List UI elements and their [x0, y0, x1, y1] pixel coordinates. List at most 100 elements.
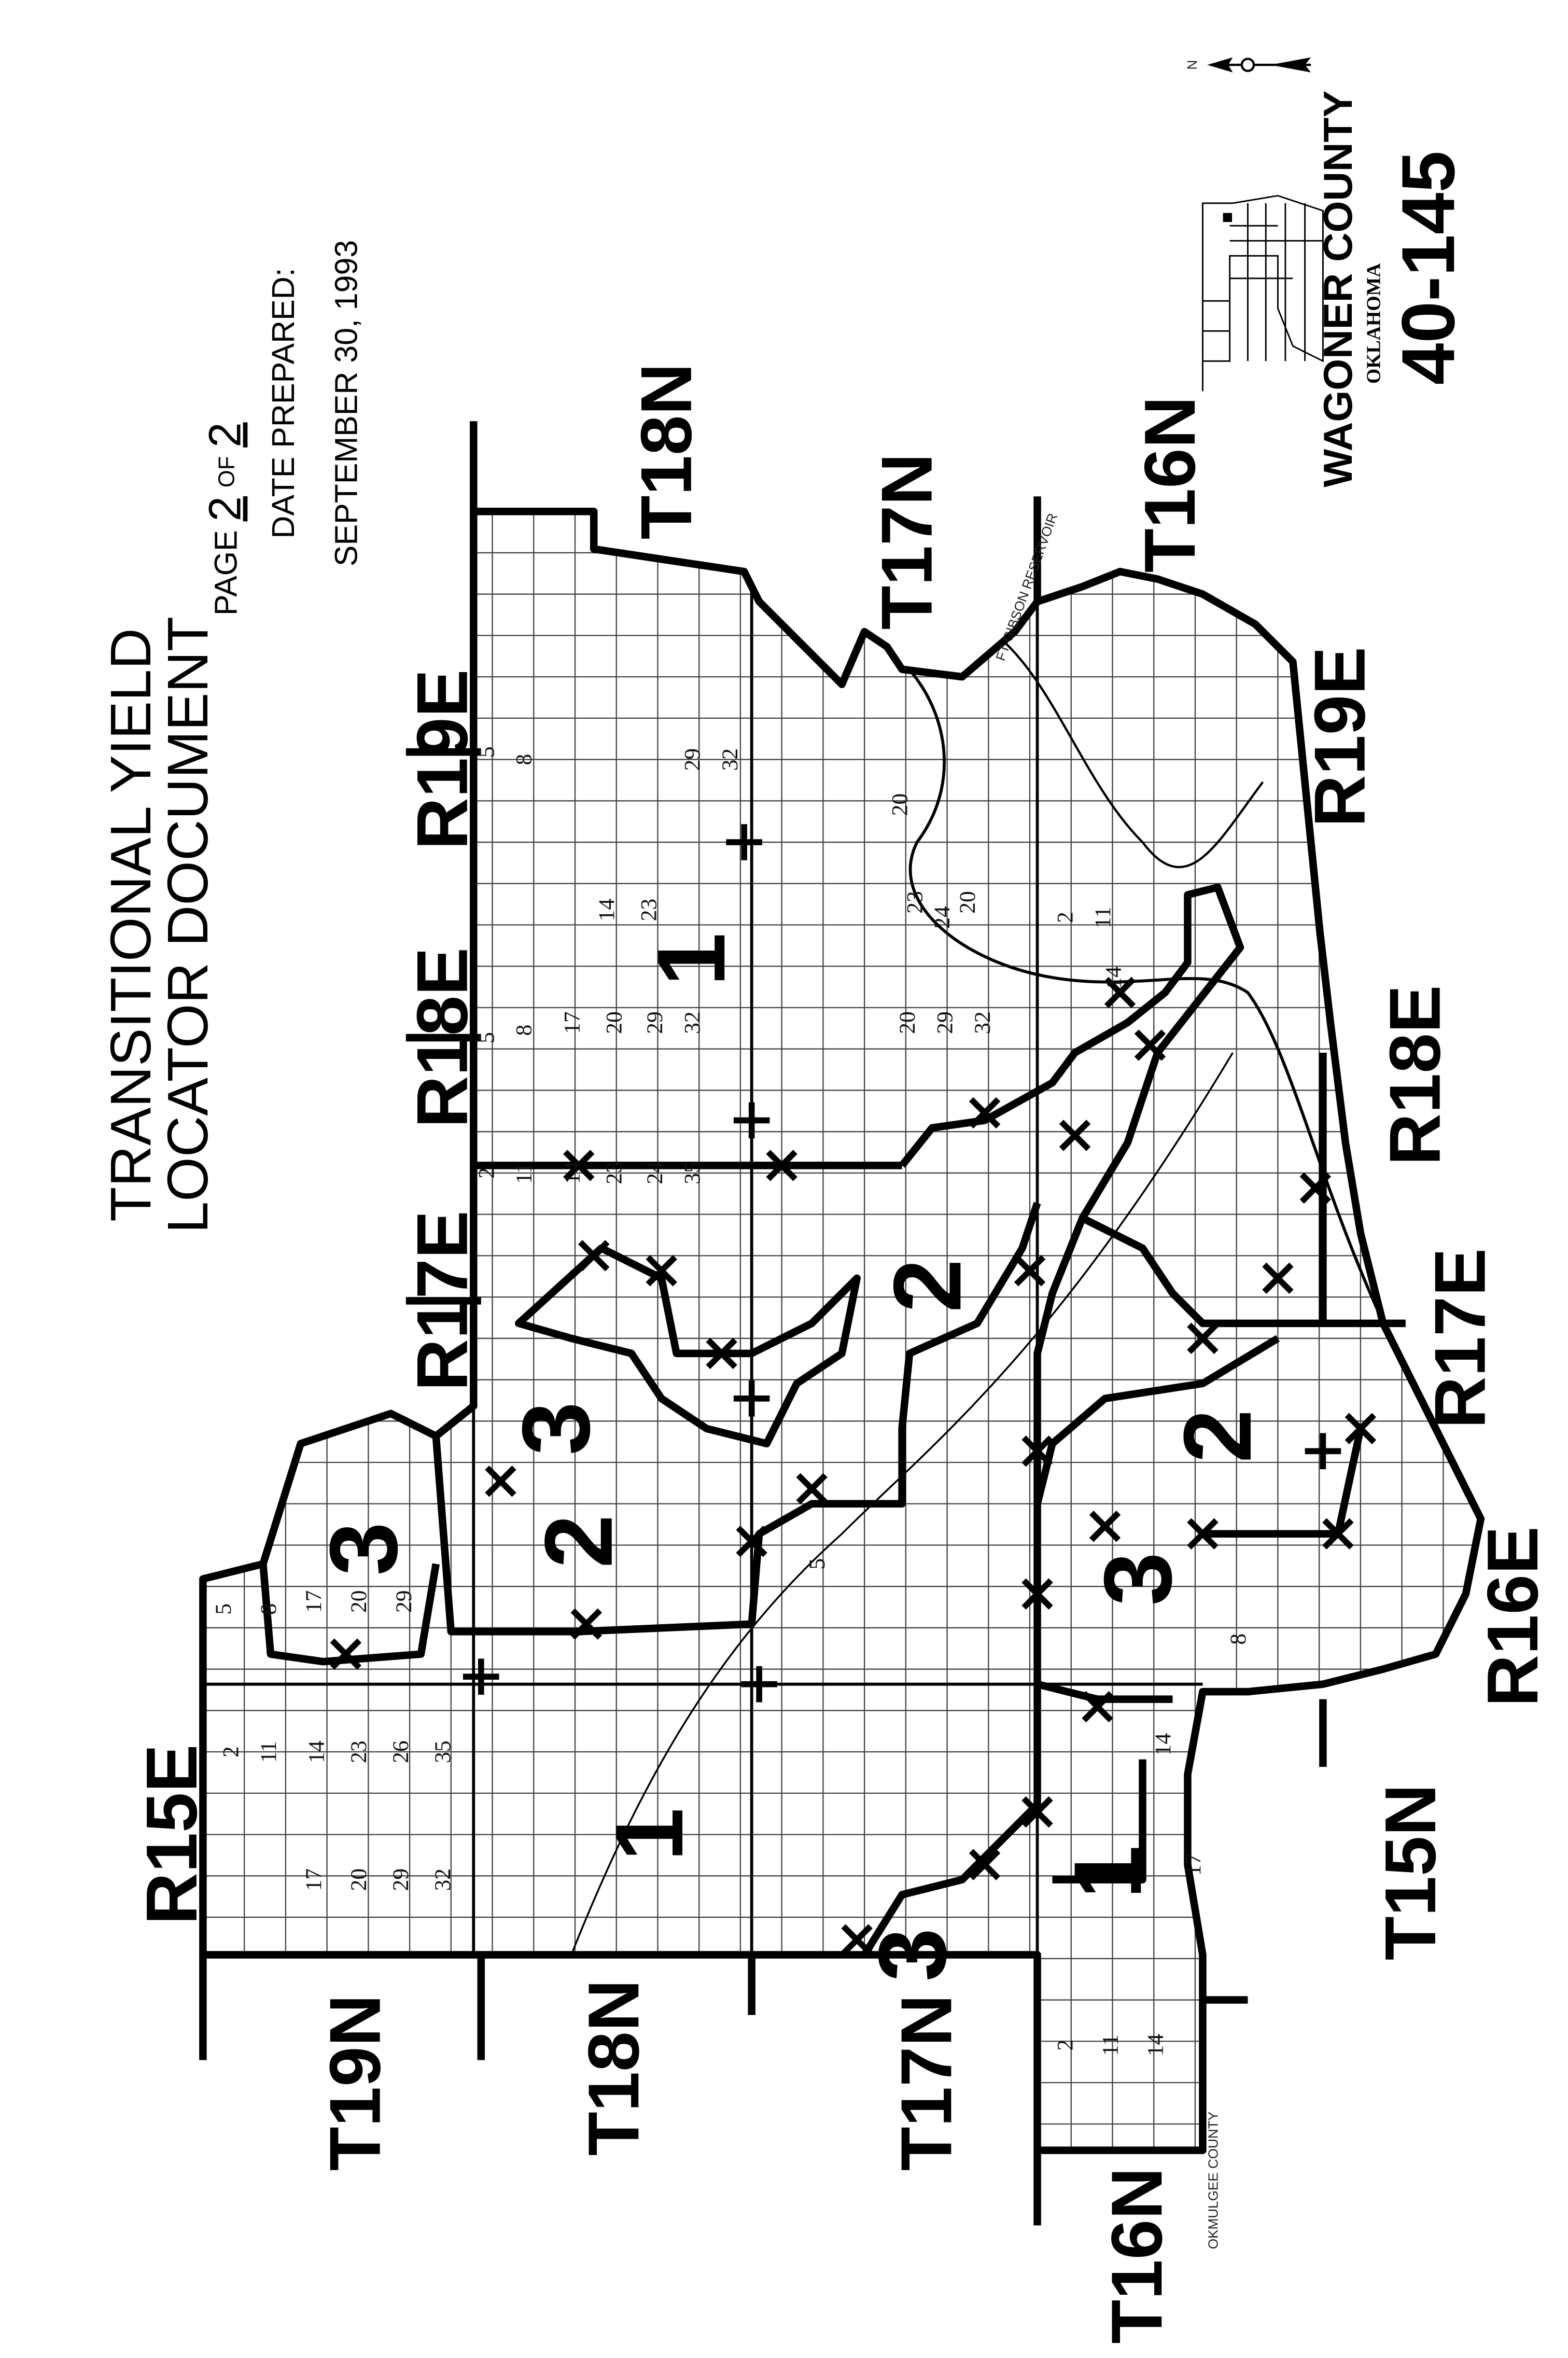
- section-number: 14: [1151, 1733, 1175, 1756]
- range-label-r19e: R19E: [402, 669, 483, 850]
- okmulgee-county-label: OKMULGEE COUNTY: [1205, 2112, 1221, 2249]
- section-number: 23: [346, 1740, 371, 1763]
- township-label-t19n: T19N: [315, 1994, 396, 2171]
- section-number: 32: [970, 1011, 995, 1034]
- section-number: 29: [680, 748, 705, 771]
- x-marker-icon: [570, 1608, 602, 1640]
- range-label-r17e: R17E: [402, 1210, 483, 1391]
- township-label-t16n-right: T16N: [1130, 396, 1210, 573]
- zone-label: 2: [874, 1259, 981, 1313]
- range-label-r18e-bottom: R18E: [1375, 985, 1455, 1165]
- x-marker-icon: [1021, 1435, 1053, 1467]
- title-line-1: TRANSITIONAL YIELD: [99, 628, 163, 1222]
- oklahoma-inset-map-icon: [1202, 194, 1324, 392]
- section-number: 14: [594, 899, 619, 922]
- section-number: 23: [636, 899, 661, 921]
- title-line-2: LOCATOR DOCUMENT: [156, 617, 220, 1233]
- section-number: 5: [474, 746, 499, 758]
- x-marker-icon: [1187, 1518, 1219, 1550]
- zone-boundary-line: [1052, 1759, 1146, 1883]
- section-number: 29: [642, 1011, 667, 1034]
- range-label-r16e-bottom: R16E: [1473, 1526, 1553, 1707]
- section-number: 20: [346, 1590, 371, 1612]
- state-name: OKLAHOMA: [1363, 263, 1385, 384]
- range-label-r19e-bottom: R19E: [1300, 647, 1380, 827]
- x-marker-icon: [1134, 1029, 1166, 1061]
- zone-boundary-line: [259, 1563, 440, 1666]
- section-number: 5: [211, 1603, 236, 1615]
- section-number: 29: [388, 1868, 413, 1891]
- township-label-t16n: T16N: [1097, 2167, 1177, 2343]
- plus-marker-icon: [733, 1380, 770, 1417]
- section-number: 8: [512, 1025, 537, 1036]
- x-marker-icon: [1187, 1322, 1219, 1355]
- plus-marker-icon: [741, 1666, 777, 1703]
- section-number: 29: [391, 1590, 416, 1612]
- range-label-r15e: R15E: [132, 1745, 212, 1925]
- county-name: WAGONER COUNTY: [1315, 90, 1361, 487]
- boundary-markers: [330, 824, 1377, 1956]
- x-marker-icon: [1021, 1796, 1053, 1828]
- section-number: 5: [474, 1032, 499, 1043]
- x-marker-icon: [646, 1255, 677, 1287]
- section-number: 11: [1090, 906, 1115, 928]
- section-number: 32: [680, 1011, 705, 1034]
- x-marker-icon: [1059, 1120, 1091, 1151]
- section-number: 32: [718, 748, 743, 771]
- section-number: 23: [602, 1162, 627, 1184]
- zone-label: 3: [502, 1402, 610, 1455]
- section-number: 2: [218, 1746, 243, 1757]
- township-label-t17n: T17N: [886, 1994, 967, 2171]
- x-marker-icon: [841, 1924, 873, 1956]
- section-number: 20: [895, 1011, 920, 1034]
- x-marker-icon: [1104, 976, 1136, 1009]
- section-number: 2: [1053, 912, 1078, 923]
- section-number: 32: [430, 1868, 455, 1891]
- section-number: 24: [930, 906, 955, 929]
- plus-marker-icon: [726, 824, 762, 860]
- x-marker-icon: [1322, 1518, 1354, 1550]
- x-marker-icon: [796, 1473, 828, 1504]
- section-number: 24: [642, 1162, 667, 1184]
- section-number: 29: [933, 1011, 958, 1034]
- x-marker-icon: [1014, 1255, 1046, 1287]
- page-indicator: PAGE 2 OF 2: [200, 422, 250, 616]
- zone-label: 1: [638, 933, 745, 986]
- zone-boundary-line: [432, 1202, 1041, 1636]
- range-label-r18e: R18E: [402, 947, 483, 1128]
- x-marker-icon: [969, 1097, 1001, 1129]
- zone-boundary-line: [899, 883, 1244, 1684]
- page-of: OF: [215, 456, 240, 487]
- railroad: [570, 1052, 1234, 1956]
- range-label-r17e-bottom: R17E: [1420, 1248, 1501, 1429]
- x-marker-icon: [736, 1526, 767, 1557]
- date-label: DATE PREPARED:: [265, 268, 301, 538]
- x-marker-icon: [1089, 1511, 1121, 1542]
- section-number: 20: [602, 1011, 627, 1034]
- section-number: 8: [1226, 1634, 1251, 1645]
- zone-label: 2: [1164, 1410, 1271, 1463]
- date-value: SEPTEMBER 30, 1993: [329, 240, 364, 566]
- north-arrow-icon: N: [1184, 57, 1311, 73]
- x-marker-icon: [1082, 1691, 1113, 1723]
- zone-label: 3: [859, 1928, 966, 1982]
- x-marker-icon: [969, 1849, 1001, 1880]
- zone-label: 3: [1084, 1552, 1192, 1606]
- township-label-t17n-right: T17N: [867, 453, 947, 630]
- svg-text:PAGE 2 OF 2: PAGE 2 OF 2: [200, 422, 250, 616]
- section-number: 2: [474, 1167, 499, 1179]
- zone-label: 3: [310, 1522, 417, 1575]
- section-number: 17: [560, 1011, 585, 1034]
- county-boundary: [199, 507, 1485, 2154]
- x-marker-icon: [1262, 1262, 1294, 1294]
- township-label-t15n: T15N: [1370, 1784, 1451, 1960]
- page-current: 2: [200, 496, 250, 521]
- township-label-t18n-right: T18N: [626, 363, 707, 539]
- section-number: 23: [903, 891, 928, 913]
- zone-boundary-line: [1081, 1052, 1327, 1328]
- section-number: 5: [805, 1558, 830, 1570]
- river: [901, 661, 1399, 1355]
- township-range-ticks: [199, 421, 1406, 2226]
